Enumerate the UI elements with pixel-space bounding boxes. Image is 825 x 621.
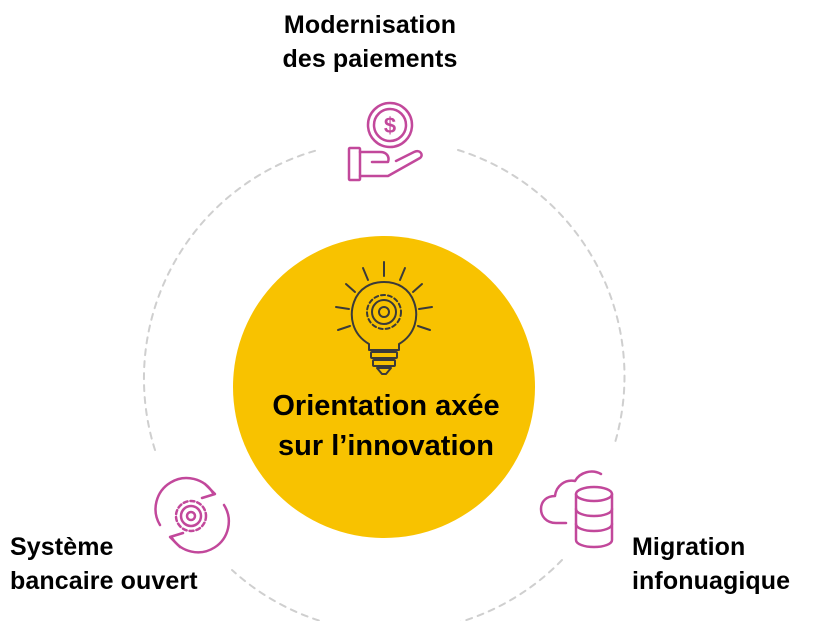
node-label-line: infonuagique <box>632 567 791 595</box>
orbit-arc-top-right <box>457 149 626 447</box>
node-label-line: bancaire ouvert <box>10 567 198 595</box>
orbit-arc-top-left <box>142 149 319 451</box>
center-title-line: Orientation axée <box>272 390 500 422</box>
svg-text:$: $ <box>384 113 396 138</box>
center-title: Orientation axée sur l’innovation <box>236 386 536 466</box>
core-circle <box>233 236 535 538</box>
center-title-line: sur l’innovation <box>278 430 494 462</box>
hand-dollar-coin-icon: $ <box>347 101 423 182</box>
orbit-arc-bottom <box>231 559 563 621</box>
node-label-line: Migration <box>632 533 746 561</box>
node-label-line: des paiements <box>282 45 458 73</box>
node-label-cloud-migration: Migration infonuagique <box>632 530 790 598</box>
orbit-ring <box>142 149 626 621</box>
node-label-payments-modernisation: Modernisation des paiements <box>250 8 490 76</box>
gear-cycle-arrows-icon <box>154 476 231 554</box>
cloud-database-icon <box>539 470 614 549</box>
node-label-line: Modernisation <box>283 11 457 39</box>
node-label-line: Système <box>10 533 114 561</box>
lightbulb-gear-icon <box>335 261 433 375</box>
node-label-open-banking: Système bancaire ouvert <box>10 530 198 598</box>
